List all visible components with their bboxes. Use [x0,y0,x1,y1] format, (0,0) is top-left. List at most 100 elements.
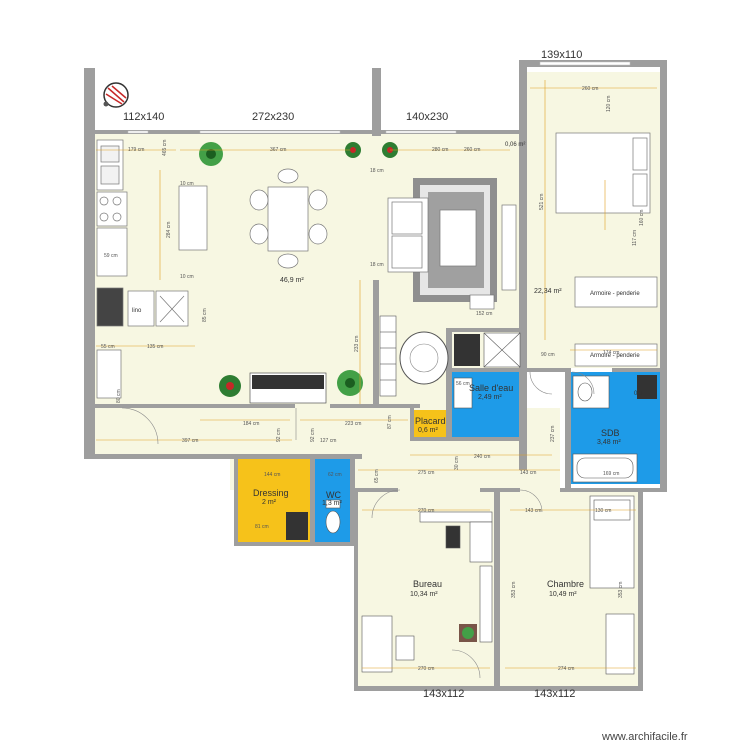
wall [560,488,667,492]
dimension-label: 87 cm [387,415,393,429]
chambre1-floor [525,72,665,368]
dimension-label: 521 cm [539,194,545,210]
door-arc [529,371,553,395]
plant-icon [459,624,477,642]
dressing-name: Dressing [253,488,289,498]
dimension-label: 143 cm [520,470,536,476]
door-arc [121,407,159,445]
dimension-label: 174 cm [603,350,619,356]
wall [354,686,642,691]
wall [372,68,381,136]
dimension-label: 18 cm [370,168,384,174]
toilet-bidet [454,334,480,366]
wall [660,60,667,492]
dimension-label: 62 cm [328,472,342,478]
desk [361,511,493,673]
bureau-area: 10,34 m² [410,591,438,598]
wardrobe [574,276,658,308]
wall [354,488,398,492]
door-arc [371,489,401,519]
window [199,130,341,134]
bookcase [479,565,493,643]
cabinet [96,349,122,399]
dimension-label: 30 cm [454,456,460,470]
wall [527,368,567,372]
dimension-label: 144 cm [264,472,280,478]
plants [199,142,477,642]
shower [453,332,521,409]
wall [638,488,643,691]
dimension-label: 260 cm [464,147,480,153]
small-area: 0,06 m² [505,142,525,148]
dimension-label: 274 cm [558,666,574,672]
dimension-label: 367 cm [270,147,286,153]
dressing-shelf [286,512,308,540]
dimension-label: 275 cm [418,470,434,476]
dimension-label: 260 cm [582,86,598,92]
wall [446,328,452,440]
opening-label: 140x230 [406,111,448,123]
dimension-label: 80 cm [116,389,122,403]
fridge [96,287,124,327]
door-arc [451,649,481,679]
counter [96,227,128,277]
plant-icon [337,370,363,396]
dimension-label: 223 cm [345,421,361,427]
wardrobe-label: Armoire - penderie [590,353,640,359]
window [385,130,457,134]
dimension-label: 240 cm [474,454,490,460]
dimension-label: 10 cm [180,274,194,280]
wall [410,437,524,441]
dimension-label: 135 cm [147,344,163,350]
room-labels: 46,9 m² 22,34 m² lino 0,06 m² 0,3 Salle … [132,142,643,598]
dressing-area: 2 m² [262,499,277,506]
watermark: www.archifacile.fr [601,731,688,743]
wall [446,328,524,332]
piano [249,372,327,404]
dimension-label: 92 cm [276,428,282,442]
wall [480,488,520,492]
placard-name: Placard [415,416,446,426]
kitchen [96,139,208,399]
dimension-label: 56 cm [456,381,470,387]
wall [234,542,354,546]
door-arc [571,371,595,395]
dimension-label: 127 cm [320,438,336,444]
sink-basin [100,145,120,163]
wall [373,280,379,408]
sofa [387,197,429,273]
dimension-label: 237 cm [550,426,556,442]
dimension-label: 120 cm [606,96,612,112]
dimension-texts: 179 cm 465 cm 367 cm 280 cm 260 cm 120 c… [101,86,645,672]
opening-label: 272x230 [252,111,294,123]
small-area: 0,3 [634,391,643,397]
placard-floor [414,410,447,440]
wall [494,488,500,688]
window [127,130,149,134]
wall [354,488,358,690]
dimension-label: 284 cm [166,222,172,238]
sdb-name: SDB [601,428,620,438]
dimension-label: 353 cm [511,582,517,598]
opening-label: 139x110 [541,49,582,61]
dimension-label: 10 cm [180,181,194,187]
dimension-label: 233 cm [354,336,360,352]
windows [127,61,631,134]
dimension-label: 117 cm [632,230,638,246]
wall [234,454,362,459]
wardrobe-label: Armoire - penderie [590,291,640,297]
dimension-lines [96,80,657,669]
dimension-label: 18 cm [370,262,384,268]
plant-icon [219,375,241,397]
bureau-name: Bureau [413,579,442,589]
dimension-label: 65 cm [374,469,380,483]
wall [410,404,414,440]
dimension-label: 184 cm [243,421,259,427]
opening-label: 112x140 [123,111,164,123]
dimension-label: 465 cm [162,140,168,156]
dimension-label: 55 cm [101,344,115,350]
double-bed [555,132,651,214]
wc-name: WC [326,490,341,500]
lino-label: lino [132,308,142,314]
plant-icon [345,142,361,158]
